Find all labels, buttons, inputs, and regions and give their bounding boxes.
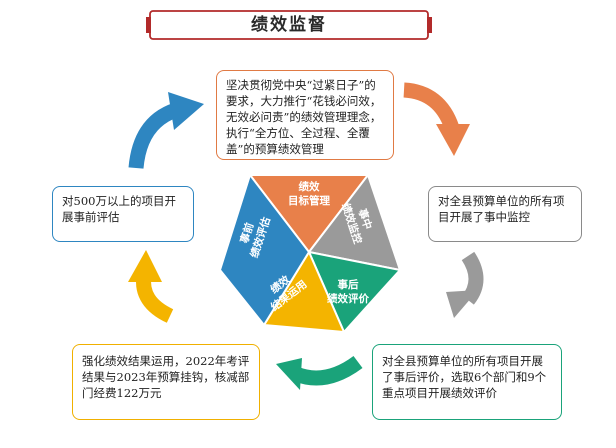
svg-text:绩效: 绩效	[299, 180, 320, 193]
arrow-right	[446, 251, 484, 318]
svg-text:目标管理: 目标管理	[288, 194, 330, 207]
svg-text:事前: 事前	[238, 221, 257, 245]
box-monitoring: 对全县预算单位的所有项目开展了事中监控	[428, 186, 582, 242]
segment-pre-assessment	[218, 172, 311, 327]
segment-label-goal: 绩效 目标管理	[288, 180, 330, 207]
arrow-top-left	[128, 92, 204, 169]
box-pre-assessment-text: 对500万以上的项目开展事前评估	[62, 194, 176, 224]
arrow-left	[128, 250, 174, 323]
svg-text:事后: 事后	[338, 278, 359, 291]
title-frame	[146, 10, 432, 40]
box-principle-text: 坚决贯彻党中央“过紧日子”的要求，大力推行“花钱必问效，无效必问责”的绩效管理理…	[226, 78, 382, 156]
title-banner: 绩效监督	[146, 8, 432, 42]
box-result-application: 强化绩效结果运用，2022年考评结果与2023年预算挂钩，核减部门经费122万元	[72, 344, 260, 420]
arrow-bottom	[276, 355, 363, 390]
box-post-evaluation: 对全县预算单位的所有项目开展了事后评价，选取6个部门和9个重点项目开展绩效评价	[372, 344, 562, 420]
box-post-evaluation-text: 对全县预算单位的所有项目开展了事后评价，选取6个部门和9个重点项目开展绩效评价	[382, 354, 547, 400]
box-principle: 坚决贯彻党中央“过紧日子”的要求，大力推行“花钱必问效，无效必问责”的绩效管理理…	[216, 70, 394, 160]
box-result-application-text: 强化绩效结果运用，2022年考评结果与2023年预算挂钩，核减部门经费122万元	[82, 354, 250, 400]
segment-label-post-eval: 事后 绩效评价	[327, 278, 369, 305]
box-monitoring-text: 对全县预算单位的所有项目开展了事中监控	[438, 194, 565, 224]
arrow-top-right	[403, 82, 470, 156]
svg-text:事中: 事中	[356, 207, 375, 231]
page-title: 绩效监督	[251, 15, 327, 35]
box-pre-assessment: 对500万以上的项目开展事前评估	[52, 186, 194, 242]
svg-text:绩效评价: 绩效评价	[327, 292, 369, 305]
